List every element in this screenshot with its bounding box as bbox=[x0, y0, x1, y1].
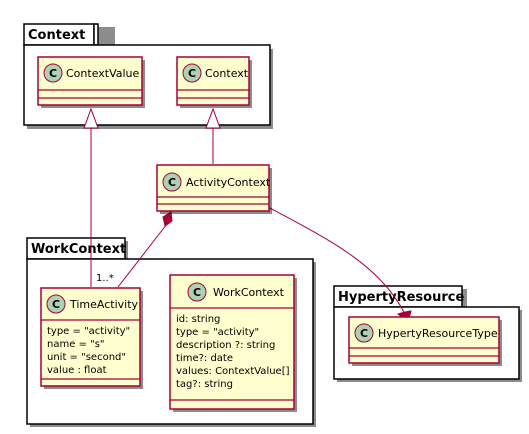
class-workcontext[interactable]: C WorkContext id: string type = "activit… bbox=[169, 274, 297, 412]
class-attribute: tag?: string bbox=[176, 379, 233, 390]
class-c-icon bbox=[43, 63, 63, 83]
package-work-context-label: WorkContext bbox=[31, 242, 126, 257]
multiplicity-label: 1..* bbox=[96, 273, 114, 284]
class-c-icon bbox=[162, 172, 182, 192]
class-activitycontext[interactable]: C ActivityContext bbox=[156, 164, 272, 214]
class-contextvalue[interactable]: C ContextValue bbox=[37, 56, 145, 108]
class-stereotype-letter: C bbox=[360, 327, 368, 340]
class-attribute: name = "s" bbox=[47, 339, 105, 350]
class-name: Context bbox=[205, 67, 249, 80]
class-stereotype-letter: C bbox=[168, 176, 176, 189]
class-attribute: values: ContextValue[] bbox=[176, 366, 290, 377]
package-context-label: Context bbox=[28, 28, 85, 43]
class-stereotype-letter: C bbox=[49, 67, 57, 80]
class-stereotype-letter: C bbox=[188, 67, 196, 80]
class-attribute: time?: date bbox=[176, 353, 233, 364]
class-attribute: value : float bbox=[47, 365, 107, 376]
relations: 1..* bbox=[83, 107, 412, 323]
class-context[interactable]: C Context bbox=[176, 56, 252, 108]
class-attribute: id: string bbox=[176, 314, 220, 325]
class-c-icon bbox=[46, 294, 66, 314]
class-attribute: type = "activity" bbox=[176, 327, 259, 338]
association-activitycontext-hypertyresourcetype bbox=[265, 205, 406, 315]
package-hyperty-resource-label: HypertyResource bbox=[338, 290, 464, 305]
class-name: ContextValue bbox=[66, 67, 140, 80]
class-c-icon bbox=[354, 323, 374, 343]
class-name: HypertyResourceType bbox=[378, 327, 498, 340]
class-stereotype-letter: C bbox=[52, 298, 60, 311]
class-attribute: unit = "second" bbox=[47, 352, 126, 363]
class-name: WorkContext bbox=[213, 286, 285, 299]
composition-activitycontext-timeactivity bbox=[117, 219, 171, 288]
class-stereotype-letter: C bbox=[193, 286, 201, 299]
class-name: TimeActivity bbox=[69, 298, 139, 311]
class-timeactivity[interactable]: C TimeActivity type = "activity" name = … bbox=[40, 287, 143, 389]
composition-diamond-icon bbox=[162, 211, 173, 227]
class-c-icon bbox=[182, 63, 202, 83]
inheritance-arrow-icon bbox=[205, 107, 221, 129]
class-name: ActivityContext bbox=[186, 176, 271, 189]
class-c-icon bbox=[187, 282, 207, 302]
inheritance-arrow-icon bbox=[83, 107, 99, 129]
class-attribute: description ?: string bbox=[176, 340, 275, 351]
class-attribute: type = "activity" bbox=[47, 326, 130, 337]
class-hypertyresourcetype[interactable]: C HypertyResourceType bbox=[348, 316, 502, 366]
